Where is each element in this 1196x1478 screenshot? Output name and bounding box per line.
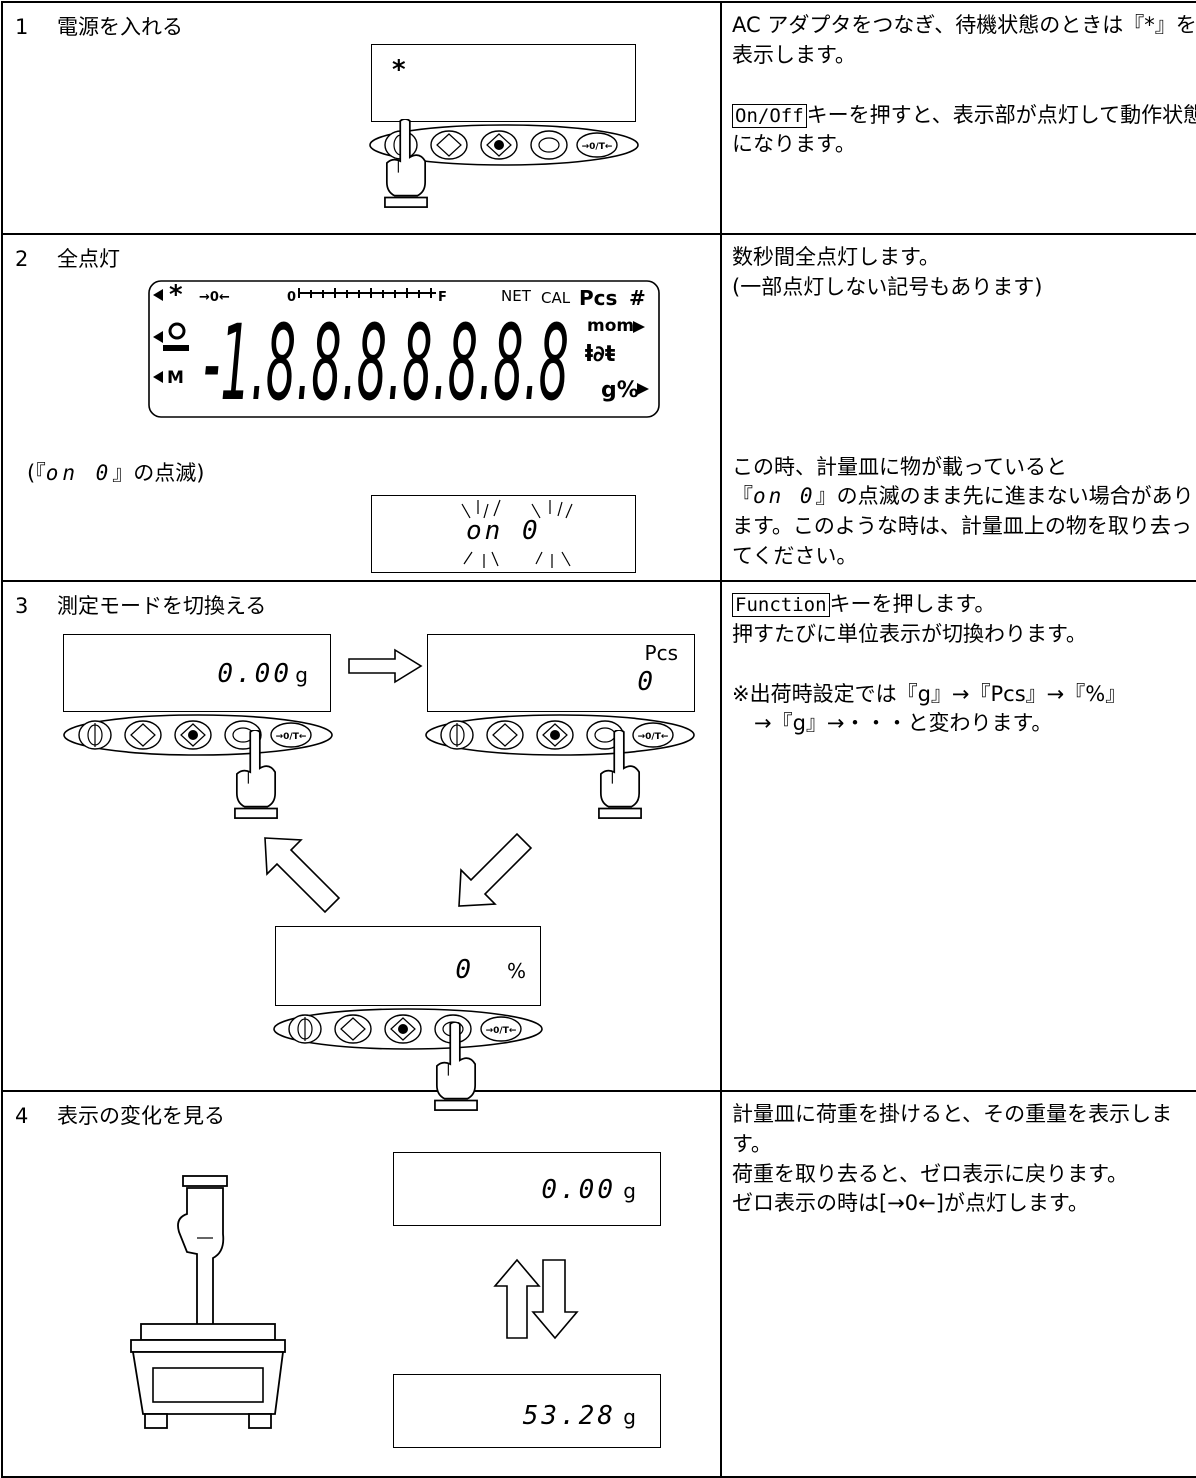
display-unit: g: [623, 1404, 636, 1429]
step-number: 2: [15, 247, 29, 271]
step-2-illustration: 2 全点灯 * →0← 0 F NET CAL: [1, 233, 722, 582]
display-gram: 0.00 g: [63, 633, 331, 712]
arrow-up-left-icon: [264, 837, 341, 914]
step-row-4: 4 表示の変化を見る 0.00 g 53.28 g: [1, 1089, 1196, 1478]
display-value: 0.00: [217, 658, 292, 689]
desc-paragraph: この時、計量皿に物が載っていると『on 0』の点滅のまま先に進まない場合がありま…: [732, 454, 1194, 569]
step-4-title: 4 表示の変化を見る: [15, 1100, 225, 1130]
keypad[interactable]: [271, 1006, 545, 1052]
pointing-hand-icon: [598, 729, 642, 819]
right-arrow-icon: [637, 383, 649, 395]
blink-text: on 0: [45, 461, 113, 485]
unit-glyphs-icon: ⱡ∂ŧ: [585, 342, 616, 367]
step-title-text: 表示の変化を見る: [57, 1103, 225, 1128]
desc-paragraph: 数秒間全点灯します。: [732, 245, 940, 269]
seven-segment-digits: -1.8.8.8.8.8.8.8: [203, 302, 569, 419]
step-title-text: 測定モードを切換える: [57, 593, 267, 618]
minus-sign: [163, 345, 189, 351]
desc-paragraph: AC アダプタをつなぎ、待機状態のときは『*』を表示します。: [732, 13, 1196, 67]
desc-paragraph: ※出荷時設定では『g』→『Pcs』→『%』: [732, 681, 1127, 706]
net-indicator: NET: [501, 287, 532, 305]
display-zero: 0.00 g: [393, 1151, 661, 1226]
g-percent-indicator: g%: [601, 378, 639, 403]
desc-paragraph: →『g』→・・・と変わります。: [754, 711, 1053, 736]
step-2-description: 数秒間全点灯します。 (一部点灯しない記号もあります) この時、計量皿に物が載っ…: [720, 233, 1196, 582]
desc-paragraph: 押すたびに単位表示が切換わります。: [732, 621, 1087, 646]
right-arrow-icon: [633, 321, 645, 333]
step-1-title: 1 電源を入れる: [15, 11, 183, 41]
zero-indicator-icon: →0←: [199, 290, 230, 305]
display-value: 0.00: [541, 1174, 616, 1205]
on-off-key-label: On/Off: [732, 103, 807, 128]
step-row-1: 1 電源を入れる * AC アダプタをつなぎ、待機状態のときは『*』を表示します。…: [1, 1, 1196, 235]
display-value: 0: [455, 954, 474, 985]
pointing-hand-icon: [234, 729, 278, 819]
desc-text: キーを押すと、表示部が点灯して動作状態になります。: [732, 102, 1196, 157]
step-4-description: 計量皿に荷重を掛けると、その重量を表示します。 荷重を取り去ると、ゼロ表示に戻り…: [720, 1089, 1196, 1478]
display-unit: g: [623, 1178, 636, 1203]
step-row-2: 2 全点灯 * →0← 0 F NET CAL: [1, 233, 1196, 582]
display-value: 0: [637, 666, 656, 697]
display-unit: Pcs: [644, 640, 678, 665]
hash-indicator: #: [629, 286, 646, 310]
left-arrow-icon: [153, 331, 163, 343]
pointing-hand-icon: [384, 119, 428, 208]
keypad[interactable]: [61, 712, 335, 758]
step-number: 1: [15, 15, 29, 39]
display-unit: g: [295, 662, 308, 687]
arrow-down-left-icon: [458, 832, 533, 907]
keypad[interactable]: [423, 712, 697, 758]
stable-icon: [168, 322, 186, 340]
bar-start: 0: [287, 290, 296, 305]
step-number: 4: [15, 1103, 29, 1128]
bargraph: [298, 288, 436, 298]
left-arrow-icon: [153, 289, 163, 301]
blink-note: (『on 0』の点滅): [27, 461, 205, 485]
desc-paragraph: 計量皿に荷重を掛けると、その重量を表示します。: [732, 1101, 1173, 1156]
blink-rays-icon: [461, 499, 573, 568]
display-pcs: Pcs 0: [427, 633, 695, 712]
blink-text: on 0: [753, 484, 816, 509]
pcs-indicator: Pcs: [579, 286, 617, 310]
step-2-title: 2 全点灯: [15, 243, 120, 273]
blink-display-text: on 0: [466, 516, 541, 546]
asterisk-icon: *: [169, 280, 183, 310]
scale-with-hand-icon: [130, 1174, 286, 1429]
display-unit: %: [506, 958, 526, 983]
step-3-illustration: 3 測定モードを切換える 0.00 g Pcs 0: [1, 579, 722, 1111]
blink-display: on 0: [371, 495, 636, 573]
left-arrow-icon: [153, 371, 163, 383]
step-3-title: 3 測定モードを切換える: [15, 590, 266, 620]
desc-paragraph: ゼロ表示の時は[→0←]が点灯します。: [732, 1191, 1089, 1216]
step-title-text: 電源を入れる: [57, 15, 183, 39]
step-1-illustration: 1 電源を入れる *: [1, 1, 722, 235]
bar-end: F: [438, 290, 447, 305]
step-title-text: 全点灯: [57, 247, 120, 271]
mom-indicator: mom: [587, 316, 634, 336]
arrow-right-icon: [348, 648, 423, 684]
step-row-3: 3 測定モードを切換える 0.00 g Pcs 0: [1, 579, 1196, 1111]
standby-display: *: [371, 44, 636, 122]
display-value: 53.28: [522, 1400, 616, 1431]
standby-symbol: *: [392, 55, 406, 85]
desc-paragraph: (一部点灯しない記号もあります): [732, 274, 1043, 299]
display-weight: 53.28 g: [393, 1373, 661, 1448]
m-indicator: M: [167, 368, 184, 388]
step-number: 3: [15, 593, 29, 618]
up-down-arrows-icon: [493, 1258, 579, 1340]
cal-indicator: CAL: [541, 289, 571, 307]
step-4-illustration: 4 表示の変化を見る 0.00 g 53.28 g: [1, 1089, 722, 1478]
function-key-label: Function: [732, 592, 830, 617]
desc-paragraph: 荷重を取り去ると、ゼロ表示に戻ります。: [732, 1161, 1129, 1186]
full-lcd-display: * →0← 0 F NET CAL Pcs #: [148, 280, 660, 419]
display-percent: 0 %: [275, 925, 541, 1006]
